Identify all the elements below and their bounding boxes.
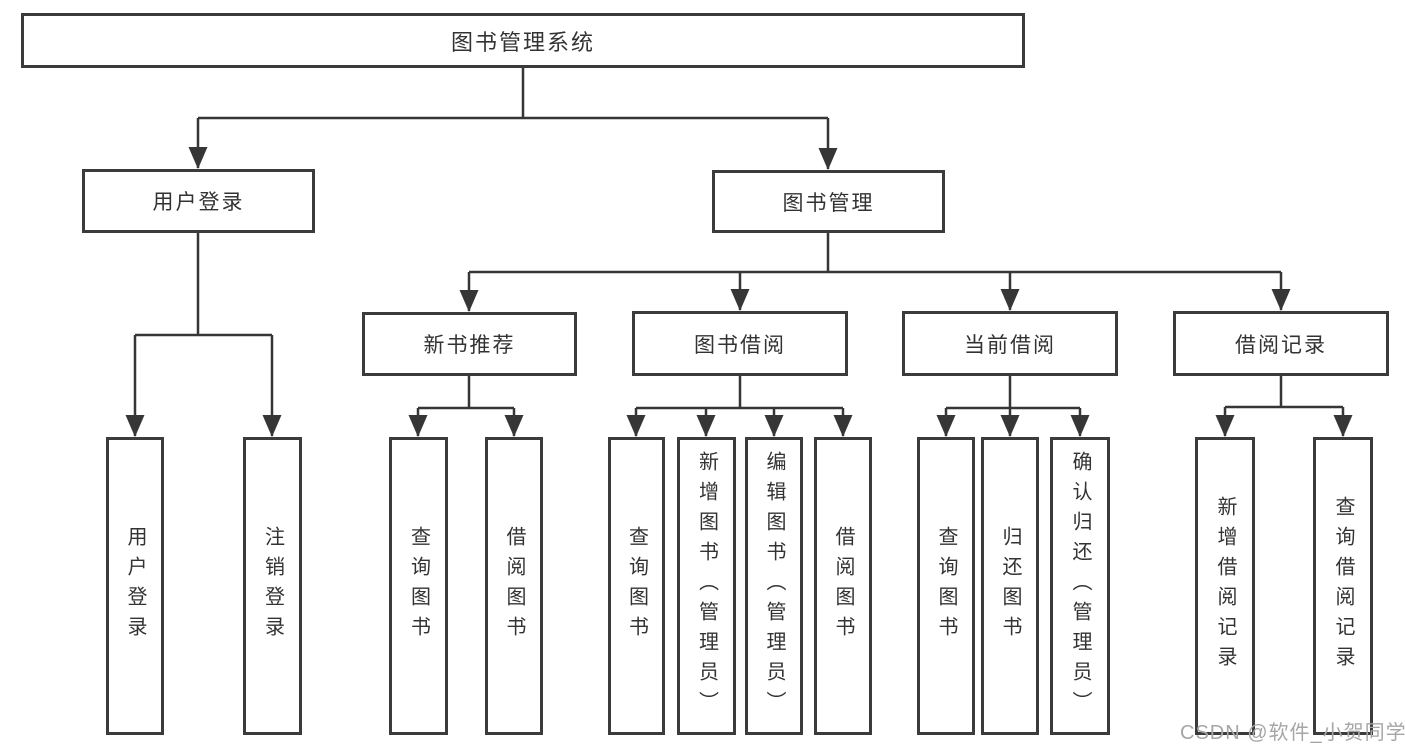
leaf-label: 查询图书 — [407, 526, 430, 646]
leaf-borrowing-query-book: 查询图书 — [608, 437, 665, 735]
leaf-label: 借阅图书 — [503, 526, 525, 646]
leaf-label: 查询图书 — [935, 526, 957, 646]
leaf-label: 确认归还（管理员） — [1069, 451, 1091, 721]
leaf-label: 编辑图书（管理员） — [763, 451, 785, 721]
leaf-logout: 注销登录 — [243, 437, 302, 735]
leaf-label: 注销登录 — [261, 526, 284, 646]
leaf-borrowing-borrow-book: 借阅图书 — [814, 437, 872, 735]
node-current-borrowing: 当前借阅 — [902, 311, 1118, 376]
leaf-current-confirm-return: 确认归还（管理员） — [1050, 437, 1110, 735]
leaf-label: 查询借阅记录 — [1332, 496, 1354, 676]
watermark: CSDN @软件_小贺同学 — [1180, 722, 1405, 744]
node-new-book-recommend: 新书推荐 — [362, 312, 577, 376]
leaf-label: 查询图书 — [625, 526, 648, 646]
leaf-label: 用户登录 — [124, 526, 146, 646]
leaf-label: 新增图书（管理员） — [695, 451, 718, 721]
node-book-management: 图书管理 — [712, 170, 945, 233]
leaf-user-login: 用户登录 — [106, 437, 164, 735]
leaf-label: 归还图书 — [999, 526, 1021, 646]
node-book-borrowing: 图书借阅 — [632, 311, 848, 376]
node-user-login: 用户登录 — [82, 169, 315, 233]
leaf-label: 新增借阅记录 — [1214, 496, 1236, 676]
leaf-label: 借阅图书 — [832, 526, 854, 646]
leaf-current-return-book: 归还图书 — [981, 437, 1039, 735]
leaf-recommend-borrow-book: 借阅图书 — [485, 437, 543, 735]
leaf-recommend-query-book: 查询图书 — [389, 437, 448, 735]
node-root: 图书管理系统 — [21, 13, 1025, 68]
leaf-current-query-book: 查询图书 — [917, 437, 975, 735]
leaf-records-query-record: 查询借阅记录 — [1313, 437, 1373, 735]
leaf-borrowing-edit-book: 编辑图书（管理员） — [745, 437, 803, 735]
leaf-records-add-record: 新增借阅记录 — [1195, 437, 1255, 735]
leaf-borrowing-add-book: 新增图书（管理员） — [677, 437, 736, 735]
node-borrowing-records: 借阅记录 — [1173, 311, 1389, 376]
